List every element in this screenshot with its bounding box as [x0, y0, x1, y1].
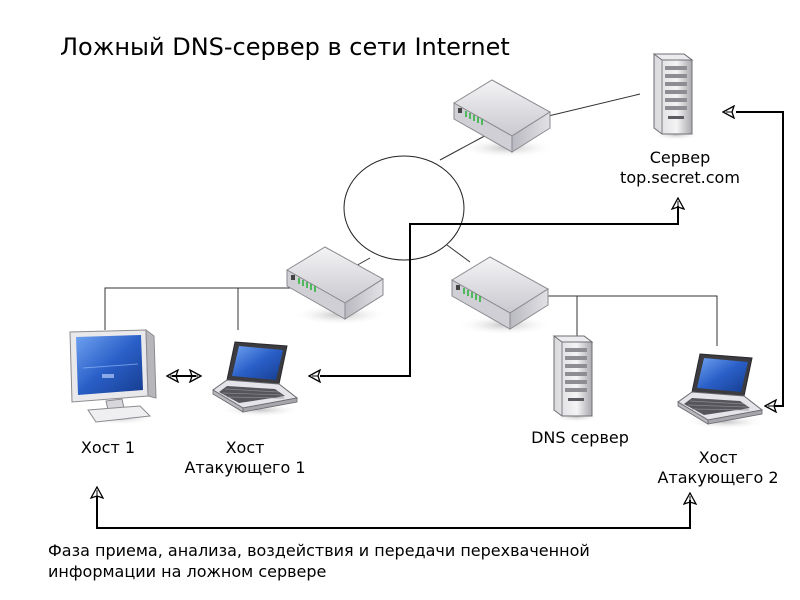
network-links [104, 93, 718, 346]
server-label: Сервер top.secret.com [600, 148, 760, 188]
arrow-host1-attacker2 [96, 496, 691, 529]
link-right-bus [530, 295, 718, 346]
attacker2-label-line1: Хост [698, 448, 738, 467]
caption-line1: Фаза приема, анализа, воздействия и пере… [48, 541, 590, 560]
arrow-server-attacker2 [736, 111, 784, 407]
monitor-icon [69, 329, 157, 426]
host1-label: Хост 1 [80, 438, 136, 457]
page-title: Ложный DNS-сервер в сети Internet [60, 33, 510, 61]
router-icon [286, 246, 385, 325]
attacker1-label: Хост Атакующего 1 [160, 438, 330, 478]
laptop-icon [212, 341, 303, 418]
laptop-icon [677, 353, 768, 430]
attacker1-label-line2: Атакующего 1 [184, 458, 306, 477]
attacker2-label: Хост Атакующего 2 [636, 448, 800, 488]
attacker2-label-line2: Атакующего 2 [657, 468, 779, 487]
link-left-bus [104, 287, 300, 330]
arrow-attacker1-to-server [320, 206, 679, 377]
server-tower-icon [551, 335, 598, 422]
server-tower-icon [651, 53, 698, 140]
link-cloud-right-router [446, 244, 471, 263]
network-cloud-icon [343, 155, 465, 261]
caption: Фаза приема, анализа, воздействия и пере… [48, 540, 590, 582]
router-icon [451, 256, 550, 335]
server-label-line1: Сервер [649, 148, 711, 167]
router-icon [453, 79, 552, 158]
attack-arrows [96, 111, 784, 529]
server-label-line2: top.secret.com [620, 168, 740, 187]
dns-server-label: DNS сервер [531, 428, 629, 447]
caption-line2: информации на ложном сервере [48, 562, 327, 581]
attacker1-label-line1: Хост [225, 438, 265, 457]
link-top-router-server [539, 93, 641, 119]
